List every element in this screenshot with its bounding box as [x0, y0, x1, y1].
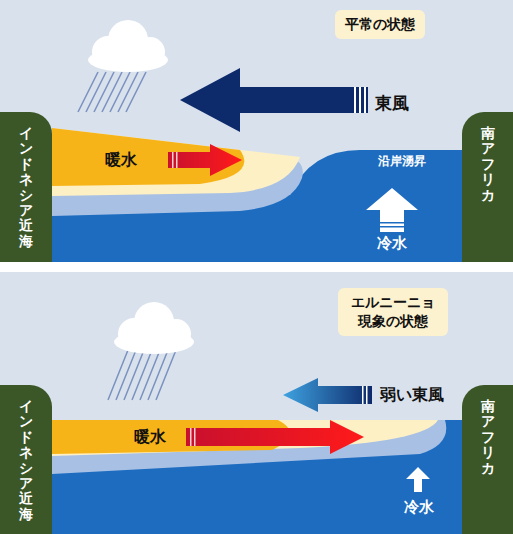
- drawing-rect: [172, 152, 174, 168]
- drawing-g: [114, 302, 194, 354]
- drawing-line: [86, 72, 106, 112]
- drawing-rect: [380, 222, 404, 224]
- state-title-box: エルニーニョ 現象の状態: [338, 288, 448, 336]
- water-label: 暖水: [105, 150, 137, 171]
- region-name: 南アフリカ: [481, 126, 495, 203]
- east-wind-arrow: [180, 68, 368, 132]
- drawing-rect: [176, 152, 178, 168]
- drawing-line: [94, 72, 114, 112]
- cold-water-arrow: [406, 467, 430, 492]
- drawing-line: [156, 350, 176, 400]
- drawing-rect: [0, 262, 513, 272]
- water-label: 冷水: [377, 234, 407, 253]
- drawing-rect: [0, 272, 513, 534]
- weak-east-wind-arrow: [283, 378, 372, 412]
- drawing-line: [118, 72, 138, 112]
- drawing-polygon: [186, 420, 364, 454]
- land-block: インドネシア近海: [0, 385, 52, 534]
- drawing-line: [124, 350, 144, 400]
- drawing-rect: [362, 386, 364, 404]
- drawing-polygon: [168, 144, 242, 176]
- drawing-path: [52, 128, 300, 196]
- drawing-rect: [354, 87, 356, 113]
- drawing-path: [52, 420, 438, 456]
- el-nino-panel: [0, 272, 513, 534]
- drawing-rect: [190, 428, 192, 446]
- rain-cloud: [78, 20, 168, 112]
- drawing-g: [108, 350, 176, 400]
- normal-panel: [0, 0, 513, 262]
- state-title: エルニーニョ 現象の状態: [348, 293, 438, 331]
- drawing-rect: [380, 226, 404, 228]
- drawing-g: [88, 20, 168, 72]
- upwelling-label: 沿岸湧昇: [378, 153, 426, 170]
- drawing-rect: [364, 87, 366, 113]
- region-name: インドネシア近海: [19, 399, 33, 522]
- drawing-rect: [366, 386, 368, 404]
- drawing-line: [78, 72, 98, 112]
- drawing-line: [110, 72, 130, 112]
- drawing-line: [148, 350, 168, 400]
- drawing-line: [108, 350, 128, 400]
- drawing-rect: [359, 87, 361, 113]
- wind-label: 弱い東風: [380, 385, 444, 406]
- drawing-polygon: [180, 68, 368, 132]
- drawing-polygon: [406, 467, 430, 492]
- drawing-ellipse: [114, 330, 194, 354]
- drawing-line: [102, 72, 122, 112]
- warm-water-arrow: [168, 144, 242, 176]
- drawing-rect: [0, 420, 513, 534]
- state-title-box: 平常の状態: [335, 10, 425, 39]
- region-name: 南アフリカ: [481, 399, 495, 476]
- drawing-line: [140, 350, 160, 400]
- drawing-ellipse: [88, 48, 168, 72]
- drawing-line: [116, 350, 136, 400]
- water-label: 冷水: [404, 498, 434, 517]
- water-label: 暖水: [134, 427, 166, 448]
- wind-label: 東風: [375, 92, 409, 115]
- drawing-g: [78, 72, 146, 112]
- state-title: 平常の状態: [345, 15, 415, 34]
- land-block: インドネシア近海: [0, 112, 52, 262]
- land-block: 南アフリカ: [462, 112, 513, 262]
- drawing-line: [126, 72, 146, 112]
- region-name: インドネシア近海: [19, 126, 33, 249]
- drawing-line: [132, 350, 152, 400]
- drawing-polygon: [283, 378, 372, 412]
- drawing-rect: [194, 428, 196, 446]
- drawing-path: [52, 420, 446, 474]
- drawing-rect: [0, 0, 513, 262]
- rain-cloud: [108, 302, 194, 400]
- upwelling-arrow: [366, 188, 418, 232]
- land-block: 南アフリカ: [462, 385, 513, 534]
- drawing-path: [52, 128, 244, 186]
- warm-water-arrow: [186, 420, 364, 454]
- drawing-polygon: [366, 188, 418, 232]
